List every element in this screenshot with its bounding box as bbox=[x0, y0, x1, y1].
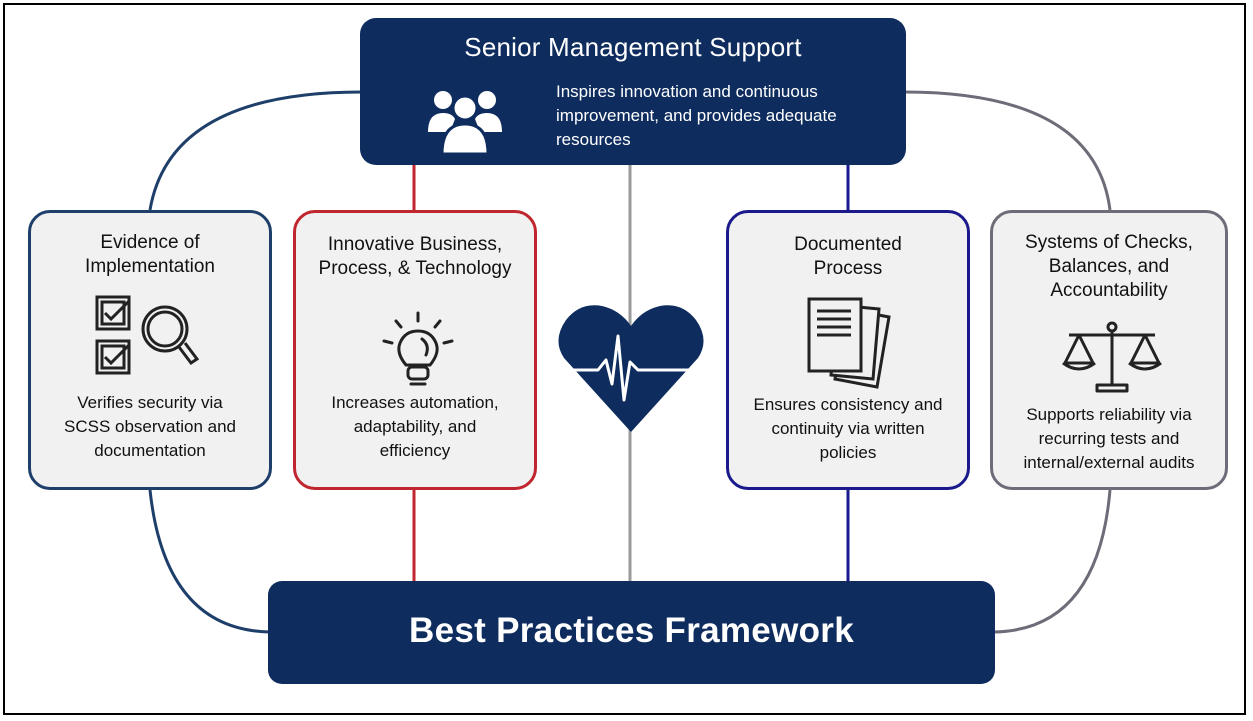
diagram-frame bbox=[3, 3, 1246, 715]
card-systems-of-checks: Systems of Checks, Balances, and Account… bbox=[990, 210, 1228, 490]
balance-scale-icon bbox=[1062, 321, 1162, 393]
checklist-magnifier-icon bbox=[95, 295, 200, 375]
senior-management-description: Inspires innovation and continuous impro… bbox=[556, 82, 837, 149]
card-title: Systems of Checks, Balances, and Account… bbox=[1025, 232, 1193, 301]
card-description: Verifies security via SCSS observation a… bbox=[64, 393, 236, 460]
card-title: Evidence of Implementation bbox=[85, 232, 215, 277]
heartbeat-heart-icon bbox=[558, 305, 704, 432]
senior-management-title: Senior Management Support bbox=[464, 32, 802, 62]
card-title: Innovative Business, Process, & Technolo… bbox=[318, 234, 512, 279]
right-outer-connector bbox=[903, 90, 1112, 211]
best-practices-framework-title: Best Practices Framework bbox=[409, 611, 854, 650]
card-innovative-business: Innovative Business, Process, & Technolo… bbox=[293, 210, 537, 490]
documents-icon bbox=[807, 297, 891, 389]
left-outer-connector bbox=[148, 90, 363, 211]
best-practices-framework-box: Best Practices Framework bbox=[268, 581, 995, 684]
senior-management-box: Senior Management Support Inspires innov… bbox=[360, 18, 906, 165]
card-description: Ensures consistency and continuity via w… bbox=[753, 395, 943, 462]
card-description: Increases automation, adaptability, and … bbox=[331, 393, 499, 460]
right-outer-connector-bottom bbox=[993, 489, 1112, 634]
lightbulb-icon bbox=[382, 311, 454, 386]
card-evidence-of-implementation: Evidence of Implementation Verifies secu… bbox=[28, 210, 272, 490]
card-title: Documented Process bbox=[794, 234, 902, 279]
left-outer-connector-bottom bbox=[148, 489, 271, 634]
card-description: Supports reliability via recurring tests… bbox=[1023, 405, 1195, 472]
people-group-icon bbox=[428, 91, 502, 154]
card-documented-process: Documented Process Ensures consistency a… bbox=[726, 210, 970, 490]
